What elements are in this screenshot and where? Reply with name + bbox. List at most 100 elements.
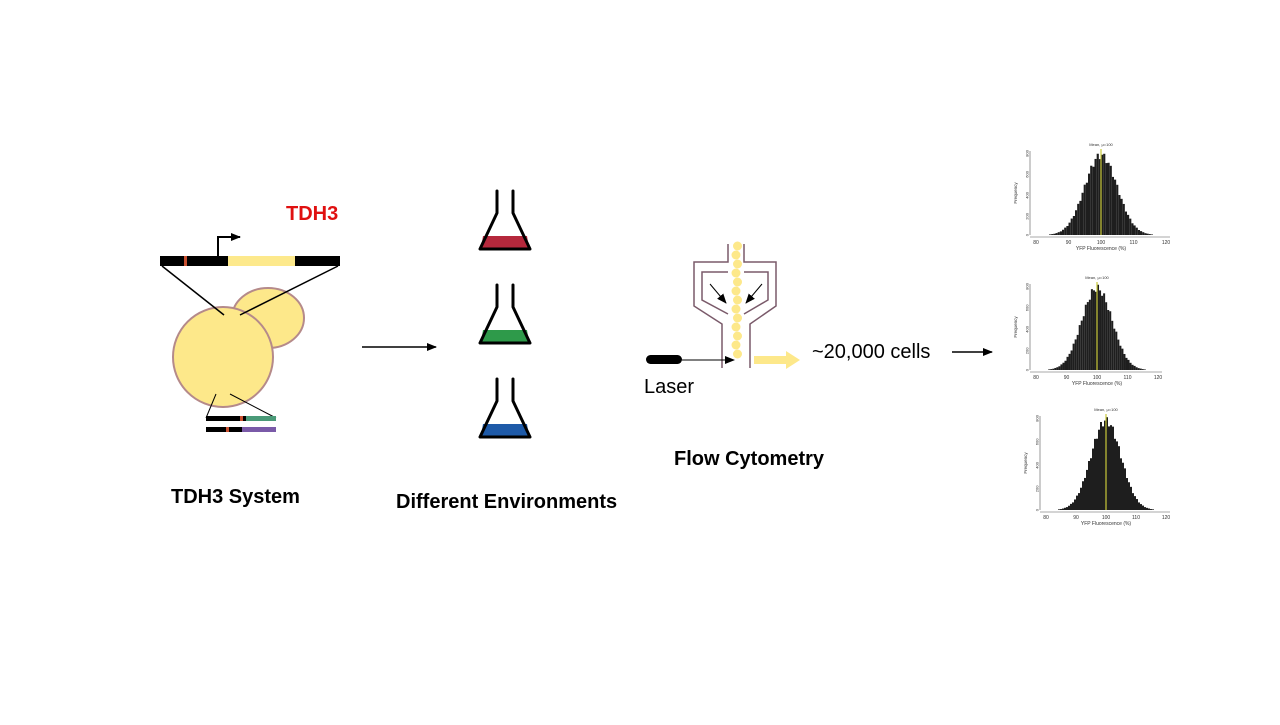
histogram-bar: [1135, 367, 1138, 370]
flow-cell: [693, 241, 800, 369]
histogram-bar: [1104, 420, 1106, 510]
histogram-bar: [1107, 310, 1110, 370]
x-tick-label: 100: [1102, 515, 1111, 521]
flow-cell-particle: [731, 322, 741, 332]
histogram-bar: [1111, 176, 1114, 235]
flask-red: [478, 189, 532, 251]
histogram-bar: [1072, 502, 1074, 510]
histogram-bar: [1116, 441, 1118, 510]
construct-mark: [184, 256, 187, 266]
cassette-1-black: [206, 416, 246, 421]
histogram-bar: [1119, 345, 1122, 370]
flow-cell-particle: [733, 277, 742, 287]
histogram-bar: [1114, 438, 1116, 510]
histogram-bar: [1148, 508, 1150, 510]
flask-liquid: [481, 424, 529, 436]
flask-outline-icon: [478, 283, 532, 345]
histogram-bar: [1131, 223, 1134, 235]
y-tick-label: 800: [1025, 149, 1030, 156]
histogram-bar: [1055, 233, 1058, 235]
histogram-bar: [1058, 509, 1060, 510]
histogram-bar: [1090, 458, 1092, 510]
histogram-bar: [1105, 302, 1108, 370]
flow-cell-particle: [733, 259, 742, 269]
histogram-bar: [1146, 507, 1148, 510]
histogram-bar: [1133, 225, 1136, 235]
histogram-bar: [1098, 429, 1100, 510]
y-axis-label: Frequency: [1023, 452, 1028, 474]
channel-inner-right-wall: [743, 271, 769, 315]
histogram-bar: [1120, 458, 1122, 510]
flow-cell-particle: [733, 295, 742, 305]
flow-cytometry-caption: Flow Cytometry: [674, 448, 825, 470]
x-tick-label: 120: [1162, 515, 1171, 521]
flow-cell-particle: [733, 241, 742, 251]
histogram-bar: [1084, 304, 1087, 370]
y-tick-label: 400: [1025, 325, 1030, 332]
histogram-bar: [1140, 504, 1142, 510]
histogram-bar: [1053, 233, 1056, 235]
flask-blue: [478, 377, 532, 439]
histogram-bar: [1059, 231, 1062, 235]
zoom-line-left: [161, 265, 225, 316]
histogram-title: Mean, μ=100: [1085, 275, 1109, 280]
environment-flasks: [478, 189, 532, 439]
cell-stream: [731, 241, 742, 359]
flask-outline-icon: [478, 377, 532, 439]
histogram-bar: [1068, 353, 1071, 370]
histogram-bar: [1137, 368, 1140, 370]
construct-left-flank: [160, 256, 228, 266]
histogram-bar: [1130, 486, 1132, 510]
histogram-bar: [1109, 165, 1112, 235]
fluorescence-output-arrow-icon: [754, 351, 800, 369]
cassette-1-mark: [240, 416, 243, 421]
histogram-bar: [1086, 469, 1088, 510]
yeast-mother-cell: [172, 306, 274, 408]
histogram-bar: [1107, 162, 1110, 235]
cassette-2-mark: [226, 427, 229, 432]
histogram-bar: [1109, 311, 1112, 370]
histogram-bar: [1062, 508, 1064, 510]
histogram-bar: [1076, 495, 1078, 510]
y-tick-label: 0: [1035, 508, 1040, 511]
histogram-bar: [1144, 233, 1147, 235]
histogram-bar: [1092, 448, 1094, 510]
cassette-zoom-line-right: [229, 393, 277, 419]
histogram-bar: [1048, 369, 1051, 370]
y-tick-label: 600: [1025, 170, 1030, 177]
x-tick-label: 90: [1064, 375, 1070, 381]
histogram-bar: [1096, 153, 1099, 235]
histogram-bar: [1075, 210, 1078, 235]
histogram-bar: [1084, 477, 1086, 510]
x-tick-label: 100: [1097, 240, 1106, 246]
histogram-bar: [1131, 364, 1134, 370]
histogram-bar: [1060, 364, 1063, 370]
histogram-bar: [1079, 200, 1082, 235]
histogram-bar: [1144, 507, 1146, 510]
histogram-bar: [1114, 179, 1117, 235]
histogram-bar: [1080, 320, 1083, 370]
sheath-flow-arrow-right: [745, 283, 763, 304]
histogram-bar: [1082, 481, 1084, 510]
histogram-bar: [1097, 284, 1100, 370]
yeast-cell: [172, 287, 305, 408]
histogram-bar: [1105, 163, 1108, 235]
yfp-coding-region: [228, 256, 295, 266]
histogram-bar: [1056, 367, 1059, 370]
histogram-bar: [1088, 461, 1090, 510]
environments-caption: Different Environments: [396, 491, 618, 513]
histogram-bar: [1122, 462, 1124, 510]
x-tick-label: 110: [1124, 375, 1132, 381]
y-tick-label: 600: [1025, 304, 1030, 311]
histogram-title: Mean, μ=100: [1089, 142, 1113, 147]
laser-label: Laser: [644, 376, 695, 398]
histogram-bar: [1112, 426, 1114, 510]
histogram-bar: [1068, 222, 1071, 235]
y-tick-label: 600: [1035, 438, 1040, 445]
histogram-bar: [1070, 503, 1072, 510]
histogram-bar: [1101, 154, 1104, 235]
